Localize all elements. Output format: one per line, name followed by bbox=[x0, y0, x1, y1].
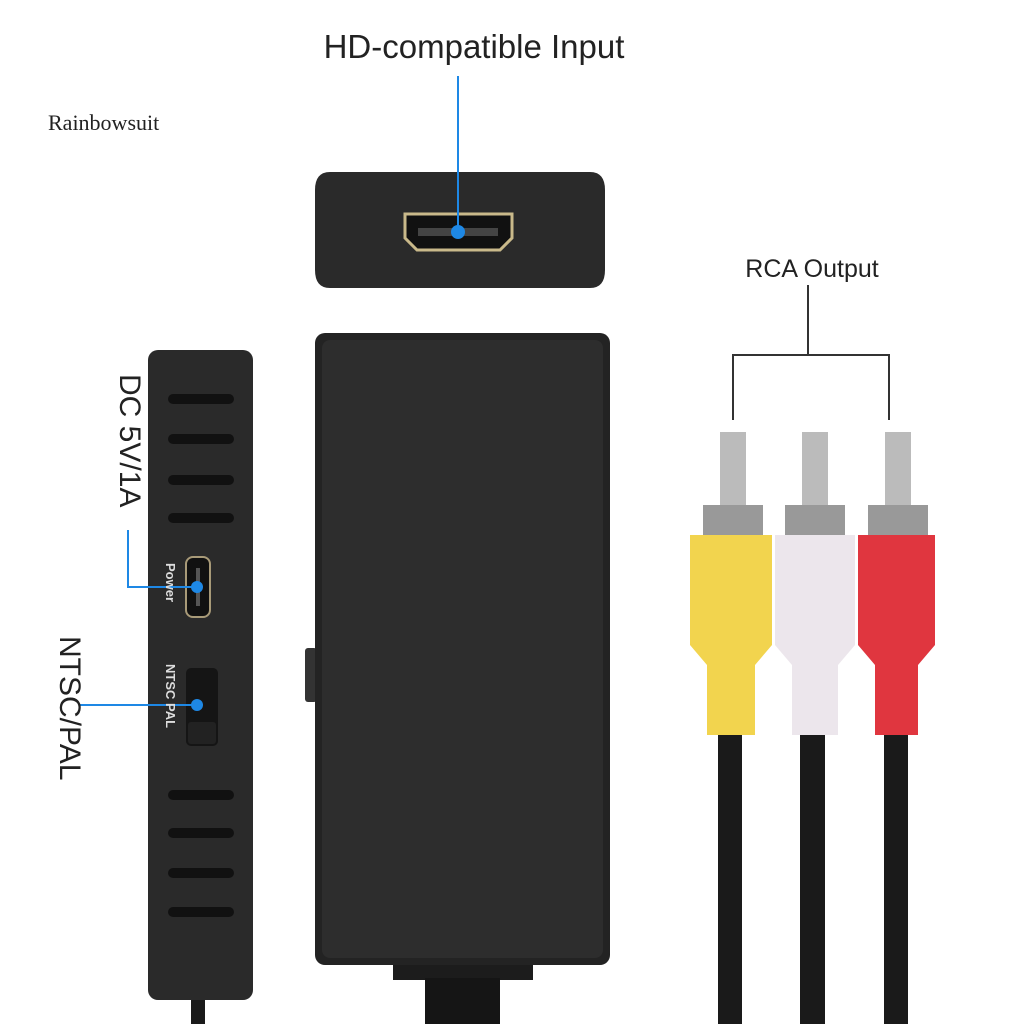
power-port-label: Power bbox=[163, 563, 178, 603]
rca-bracket bbox=[732, 354, 890, 420]
side-panel bbox=[148, 350, 253, 1024]
video-standard-label: NTSC/PAL bbox=[53, 636, 86, 781]
vent-slots bbox=[168, 394, 234, 917]
callout-dots bbox=[191, 225, 465, 711]
converter-box bbox=[305, 333, 610, 1024]
callout-lines bbox=[80, 76, 459, 706]
rca-output-label: RCA Output bbox=[745, 255, 879, 283]
rca-plug-yellow bbox=[690, 432, 772, 1024]
hd-input-label: HD-compatible Input bbox=[323, 28, 625, 65]
switch-port-label: NTSC PAL bbox=[163, 664, 178, 729]
rca-plug-red bbox=[858, 432, 935, 1024]
watermark: Rainbowsuit bbox=[48, 110, 160, 135]
rca-plug-white bbox=[775, 432, 855, 1024]
dc-power-label: DC 5V/1A bbox=[113, 374, 146, 508]
